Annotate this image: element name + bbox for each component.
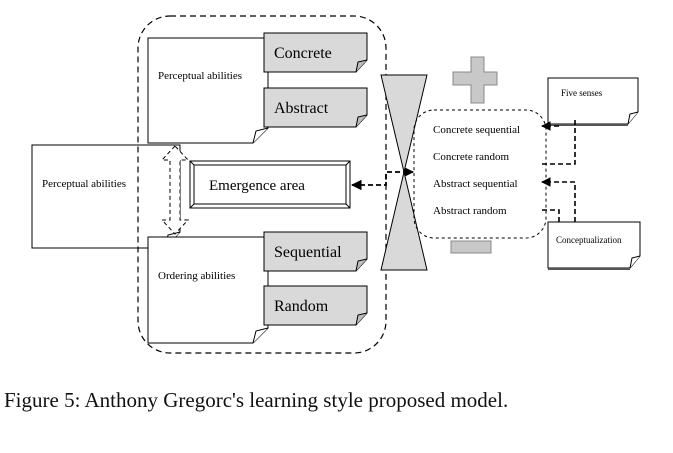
- tab-abstract-label: Abstract: [274, 100, 329, 117]
- conceptualization-connectors: [541, 177, 576, 222]
- ordering-group-note: Ordering abilities: [147, 236, 269, 344]
- five-senses-label: Five senses: [561, 88, 603, 98]
- five-senses-connectors: [541, 120, 576, 165]
- hourglass-shape: [380, 74, 428, 271]
- left-note-label: Perceptual abilities: [42, 178, 126, 190]
- tab-random-label: Random: [274, 298, 329, 315]
- tab-concrete-label: Concrete: [274, 45, 332, 62]
- minus-symbol: [450, 240, 492, 254]
- left-note: Perceptual abilities: [31, 144, 181, 249]
- tab-sequential-label: Sequential: [274, 244, 342, 261]
- conceptualization-label: Conceptualization: [556, 235, 622, 245]
- figure-caption: Figure 5: Anthony Gregorc's learning sty…: [4, 388, 509, 412]
- style-abstract-random: Abstract random: [433, 205, 507, 217]
- tab-abstract: Abstract: [263, 87, 368, 128]
- style-concrete-random: Concrete random: [433, 151, 509, 163]
- plus-symbol: [452, 56, 498, 104]
- tab-concrete: Concrete: [263, 32, 368, 73]
- five-senses-note: Five senses: [547, 77, 639, 126]
- emergence-connector: [350, 166, 415, 191]
- emergence-area-label: Emergence area: [209, 178, 305, 194]
- conceptualization-note: Conceptualization: [547, 221, 641, 270]
- tab-random: Random: [263, 285, 368, 326]
- style-abstract-sequential: Abstract sequential: [433, 178, 518, 190]
- tab-sequential: Sequential: [263, 231, 368, 272]
- ordering-group-label: Ordering abilities: [158, 270, 235, 282]
- perceptual-group-note: Perceptual abilities: [147, 37, 269, 144]
- style-concrete-sequential: Concrete sequential: [433, 124, 520, 136]
- vertical-double-arrow: [160, 145, 190, 235]
- perceptual-group-label: Perceptual abilities: [158, 70, 242, 82]
- emergence-area-box: Emergence area: [189, 160, 351, 209]
- styles-dashed-box: [413, 109, 547, 239]
